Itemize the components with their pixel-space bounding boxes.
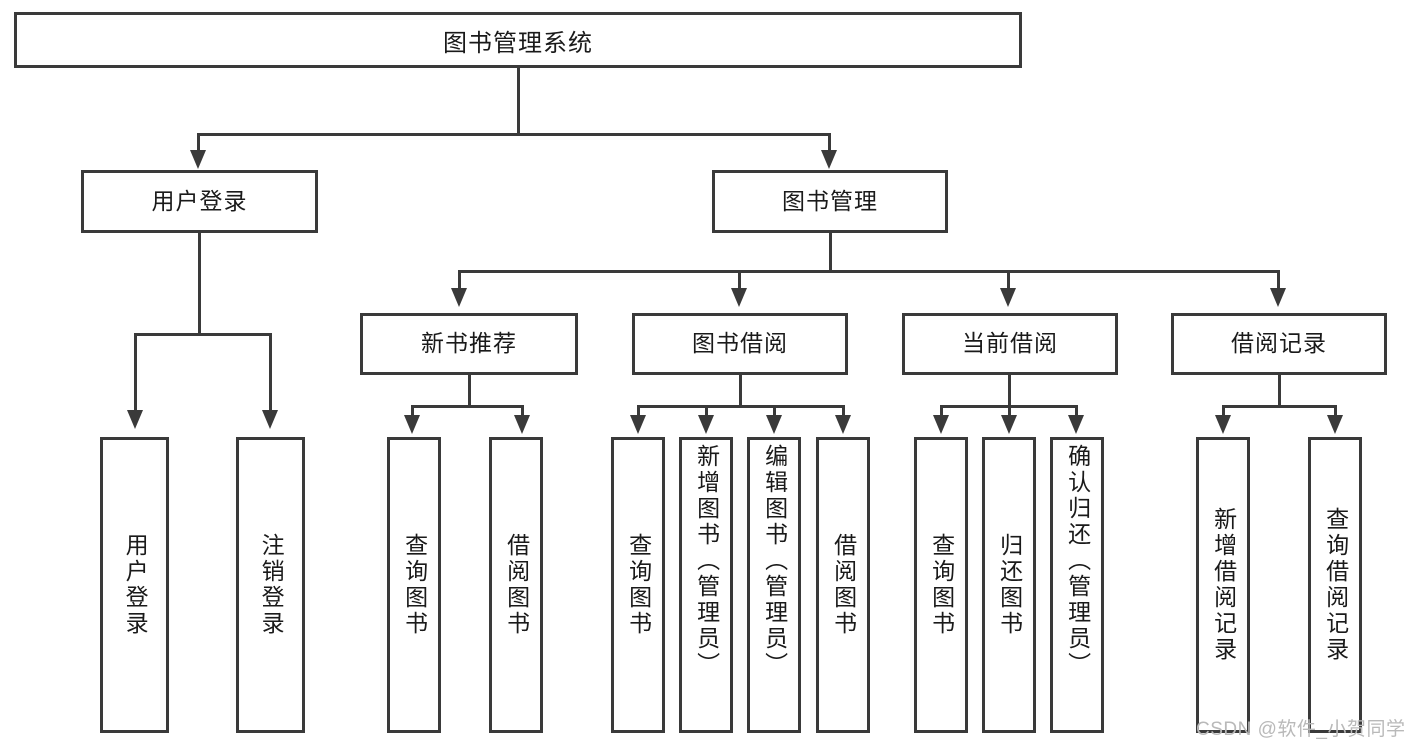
arrow-current-borrow-child-1 [933, 415, 949, 434]
arrow-borrow-record-child-1 [1215, 415, 1231, 434]
node-root-system[interactable]: 图书管理系统 [14, 12, 1022, 68]
edge-book-borrow-stem [739, 375, 742, 407]
node-label: 查询借阅记录 [1322, 507, 1349, 663]
node-new-book-recommend[interactable]: 新书推荐 [360, 313, 578, 375]
arrow-current-borrow-child-3 [1068, 415, 1084, 434]
node-label: 新书推荐 [421, 330, 517, 357]
node-label: 查询图书 [625, 533, 652, 637]
node-user-login[interactable]: 用户登录 [81, 170, 318, 233]
arrow-to-user-login [190, 150, 206, 169]
edge-book-borrow-child-4 [842, 405, 845, 423]
node-label: 用户登录 [151, 187, 248, 214]
edge-book-manage-stem [829, 233, 832, 272]
node-label: 归还图书 [996, 533, 1023, 637]
leaf-borrow-book-recommend[interactable]: 借阅图书 [489, 437, 543, 733]
edge-borrow-record-stem [1278, 375, 1281, 407]
arrow-user-login-child-1 [127, 410, 143, 429]
edge-current-borrow-child-3 [1075, 405, 1078, 423]
edge-new-book-stem [468, 375, 471, 407]
edge-book-manage-bar [458, 270, 1280, 273]
edge-to-current-borrow [1007, 270, 1010, 295]
node-book-management[interactable]: 图书管理 [712, 170, 948, 233]
edge-root-stem [517, 68, 520, 135]
edge-to-book-borrow [738, 270, 741, 295]
node-label: 借阅图书 [503, 533, 530, 637]
leaf-return-book[interactable]: 归还图书 [982, 437, 1036, 733]
arrow-new-book-child-1 [404, 415, 420, 434]
node-label: 新增图书（管理员） [693, 444, 720, 678]
node-label: 借阅记录 [1231, 330, 1327, 357]
node-label: 查询图书 [928, 533, 955, 637]
arrow-to-current-borrow [1000, 288, 1016, 307]
node-current-borrow[interactable]: 当前借阅 [902, 313, 1118, 375]
edge-borrow-record-child-1 [1222, 405, 1225, 423]
node-label: 图书管理系统 [443, 29, 593, 57]
leaf-query-book-current[interactable]: 查询图书 [914, 437, 968, 733]
node-label: 图书借阅 [692, 330, 788, 357]
edge-current-borrow-child-1 [940, 405, 943, 423]
arrow-to-new-book [451, 288, 467, 307]
edge-current-borrow-stem [1008, 375, 1011, 407]
edge-to-user-login [197, 133, 200, 158]
leaf-query-borrow-record[interactable]: 查询借阅记录 [1308, 437, 1362, 733]
arrow-borrow-record-child-2 [1327, 415, 1343, 434]
node-label: 确认归还（管理员） [1064, 444, 1091, 678]
node-label: 查询图书 [401, 533, 428, 637]
leaf-edit-book-admin[interactable]: 编辑图书（管理员） [747, 437, 801, 733]
leaf-query-book-borrow[interactable]: 查询图书 [611, 437, 665, 733]
node-borrow-record[interactable]: 借阅记录 [1171, 313, 1387, 375]
arrow-to-book-manage [821, 150, 837, 169]
edge-user-login-child-2 [269, 333, 272, 418]
edge-new-book-bar [411, 405, 524, 408]
leaf-borrow-book[interactable]: 借阅图书 [816, 437, 870, 733]
edge-borrow-record-bar [1222, 405, 1337, 408]
arrow-book-borrow-child-1 [630, 415, 646, 434]
edge-book-borrow-child-2 [705, 405, 708, 423]
edge-root-bar [197, 133, 831, 136]
leaf-query-book-recommend[interactable]: 查询图书 [387, 437, 441, 733]
edge-current-borrow-child-2 [1008, 405, 1011, 423]
edge-book-borrow-child-1 [637, 405, 640, 423]
edge-book-borrow-child-3 [773, 405, 776, 423]
edge-user-login-stem [198, 233, 201, 335]
arrow-book-borrow-child-3 [766, 415, 782, 434]
node-label: 当前借阅 [962, 330, 1058, 357]
leaf-add-book-admin[interactable]: 新增图书（管理员） [679, 437, 733, 733]
edge-user-login-child-1 [134, 333, 137, 418]
edge-new-book-child-2 [521, 405, 524, 423]
edge-book-borrow-bar [637, 405, 845, 408]
leaf-add-borrow-record[interactable]: 新增借阅记录 [1196, 437, 1250, 733]
node-label: 借阅图书 [830, 533, 857, 637]
edge-user-login-bar [134, 333, 272, 336]
node-label: 新增借阅记录 [1210, 507, 1237, 663]
edge-to-book-manage [828, 133, 831, 158]
leaf-logout[interactable]: 注销登录 [236, 437, 305, 733]
node-label: 图书管理 [782, 187, 878, 214]
node-label: 注销登录 [258, 533, 285, 637]
node-label: 用户登录 [122, 533, 149, 637]
arrow-to-borrow-record [1270, 288, 1286, 307]
node-book-borrow[interactable]: 图书借阅 [632, 313, 848, 375]
arrow-to-book-borrow [731, 288, 747, 307]
leaf-user-login[interactable]: 用户登录 [100, 437, 169, 733]
edge-to-borrow-record [1277, 270, 1280, 295]
arrow-book-borrow-child-2 [698, 415, 714, 434]
arrow-new-book-child-2 [514, 415, 530, 434]
edge-borrow-record-child-2 [1334, 405, 1337, 423]
edge-to-new-book [458, 270, 461, 295]
node-label: 编辑图书（管理员） [761, 444, 788, 678]
watermark: CSDN @软件_小贺同学 [1196, 719, 1405, 740]
arrow-user-login-child-2 [262, 410, 278, 429]
arrow-book-borrow-child-4 [835, 415, 851, 434]
leaf-confirm-return-admin[interactable]: 确认归还（管理员） [1050, 437, 1104, 733]
edge-new-book-child-1 [411, 405, 414, 423]
arrow-current-borrow-child-2 [1001, 415, 1017, 434]
